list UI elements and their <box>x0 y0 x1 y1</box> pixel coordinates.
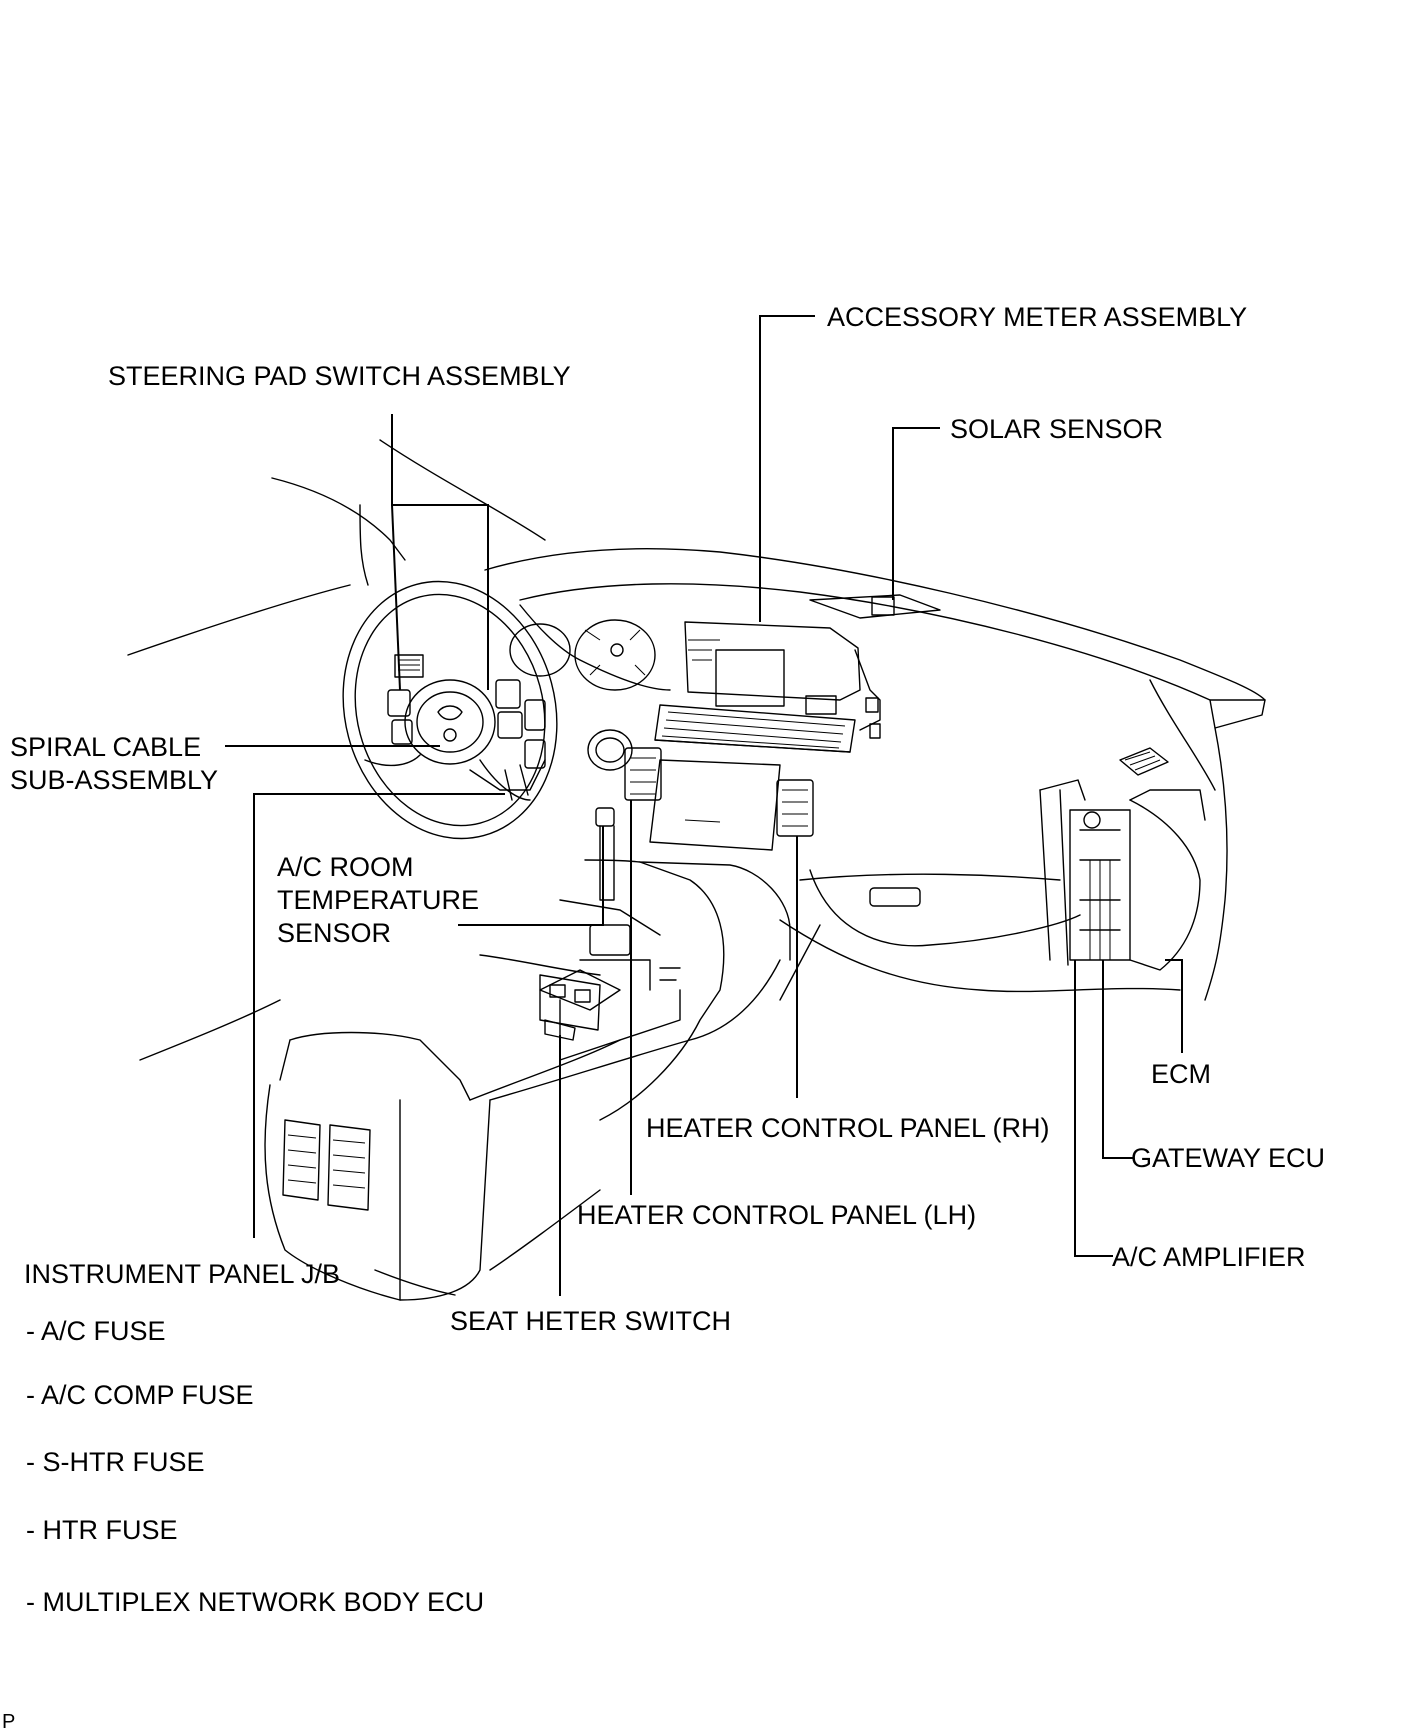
label-steering-pad-switch-assembly: STEERING PAD SWITCH ASSEMBLY <box>108 361 571 391</box>
jb-item-ac-fuse: - A/C FUSE <box>26 1316 166 1346</box>
jb-item-htr-fuse: - HTR FUSE <box>26 1515 178 1545</box>
label-heater-control-panel-lh: HEATER CONTROL PANEL (LH) <box>577 1200 976 1230</box>
label-heater-control-panel-rh: HEATER CONTROL PANEL (RH) <box>646 1113 1050 1143</box>
corner-mark: P <box>2 1711 15 1733</box>
label-accessory-meter-assembly: ACCESSORY METER ASSEMBLY <box>827 302 1247 332</box>
jb-item-multiplex-network-body-ecu: - MULTIPLEX NETWORK BODY ECU <box>26 1587 484 1617</box>
dashboard-illustration <box>127 439 1266 1301</box>
label-gateway-ecu: GATEWAY ECU <box>1131 1143 1325 1173</box>
label-solar-sensor: SOLAR SENSOR <box>950 414 1163 444</box>
leader-lines <box>225 315 1183 1296</box>
label-ecm: ECM <box>1151 1059 1211 1089</box>
jb-item-ac-comp-fuse: - A/C COMP FUSE <box>26 1380 254 1410</box>
label-room-temp-sensor-line2: TEMPERATURE <box>277 885 479 915</box>
label-room-temp-sensor-line1: A/C ROOM <box>277 852 414 882</box>
label-ac-amplifier: A/C AMPLIFIER <box>1112 1242 1306 1272</box>
label-spiral-cable-line1: SPIRAL CABLE <box>10 732 201 762</box>
label-seat-heater-switch: SEAT HETER SWITCH <box>450 1306 731 1336</box>
label-instrument-panel-jb: INSTRUMENT PANEL J/B <box>24 1259 340 1289</box>
label-room-temp-sensor-line3: SENSOR <box>277 918 391 948</box>
jb-item-s-htr-fuse: - S-HTR FUSE <box>26 1447 205 1477</box>
labels: ACCESSORY METER ASSEMBLY STEERING PAD SW… <box>2 302 1325 1733</box>
label-spiral-cable-line2: SUB-ASSEMBLY <box>10 765 218 795</box>
